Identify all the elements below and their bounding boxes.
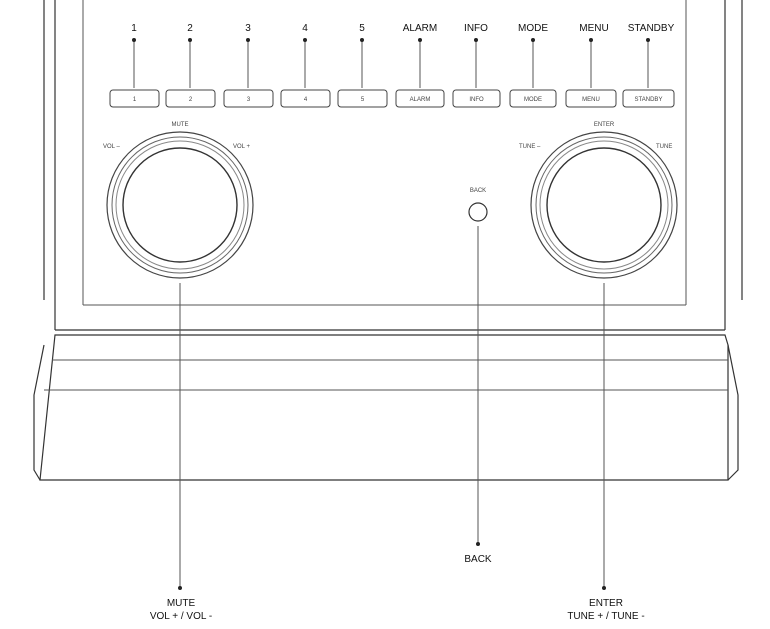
preset-5-button-label: 5: [361, 97, 365, 103]
preset-1-button[interactable]: [109, 89, 160, 108]
callout-preset-4: 4: [302, 23, 308, 34]
volume-plus-label: VOL +: [233, 144, 250, 150]
preset-4-button-label: 4: [304, 97, 308, 103]
info-button[interactable]: [452, 89, 501, 108]
preset-2-button-label: 2: [189, 97, 193, 103]
callout-preset-1: 1: [131, 23, 137, 34]
callout-preset-3: 3: [245, 23, 251, 34]
alarm-button-label: ALARM: [410, 97, 431, 103]
button-row: 1 2 3 4 5 ALARM INFO MODE MENU STANDBY: [109, 89, 675, 108]
callout-standby: STANDBY: [628, 23, 675, 34]
device-body: [43, 0, 743, 331]
tune-plus-label: TUNE: [656, 144, 672, 150]
preset-1-button-label: 1: [133, 97, 137, 103]
preset-2-button[interactable]: [165, 89, 216, 108]
callout-preset-2: 2: [187, 23, 193, 34]
mode-button-label: MODE: [524, 97, 542, 103]
callout-mode: MODE: [518, 23, 548, 34]
callout-preset-5: 5: [359, 23, 365, 34]
menu-button[interactable]: [565, 89, 617, 108]
back-panel-label: BACK: [470, 188, 486, 194]
callout-info: INFO: [464, 23, 488, 34]
callout-back: BACK: [464, 554, 492, 565]
preset-5-button[interactable]: [337, 89, 388, 108]
callout-mute: MUTE: [167, 598, 196, 609]
knob-callout-lines: [178, 226, 606, 590]
tune-knob[interactable]: [530, 131, 678, 279]
tune-enter-label: ENTER: [594, 122, 615, 128]
callout-alarm: ALARM: [403, 23, 437, 34]
device-base: [33, 334, 739, 481]
volume-mute-label: MUTE: [172, 122, 189, 128]
button-callouts: 1 2 3 4 5 ALARM INFO MODE MENU STANDBY: [131, 23, 674, 34]
button-callout-lines: [132, 38, 650, 88]
callout-tune-plus-minus: TUNE + / TUNE -: [567, 611, 644, 622]
volume-minus-label: VOL –: [103, 144, 120, 150]
mode-button[interactable]: [509, 89, 557, 108]
callout-vol-plus-minus: VOL + / VOL -: [150, 611, 212, 622]
info-button-label: INFO: [469, 97, 484, 103]
callout-menu: MENU: [579, 23, 608, 34]
preset-4-button[interactable]: [280, 89, 331, 108]
menu-button-label: MENU: [582, 97, 600, 103]
tune-minus-label: TUNE –: [519, 144, 541, 150]
preset-3-button-label: 3: [247, 97, 251, 103]
alarm-button[interactable]: [395, 89, 445, 108]
volume-knob[interactable]: [106, 131, 254, 279]
standby-button[interactable]: [622, 89, 675, 108]
callout-enter: ENTER: [589, 598, 623, 609]
standby-button-label: STANDBY: [635, 97, 663, 103]
back-button[interactable]: [468, 202, 488, 222]
preset-3-button[interactable]: [223, 89, 274, 108]
